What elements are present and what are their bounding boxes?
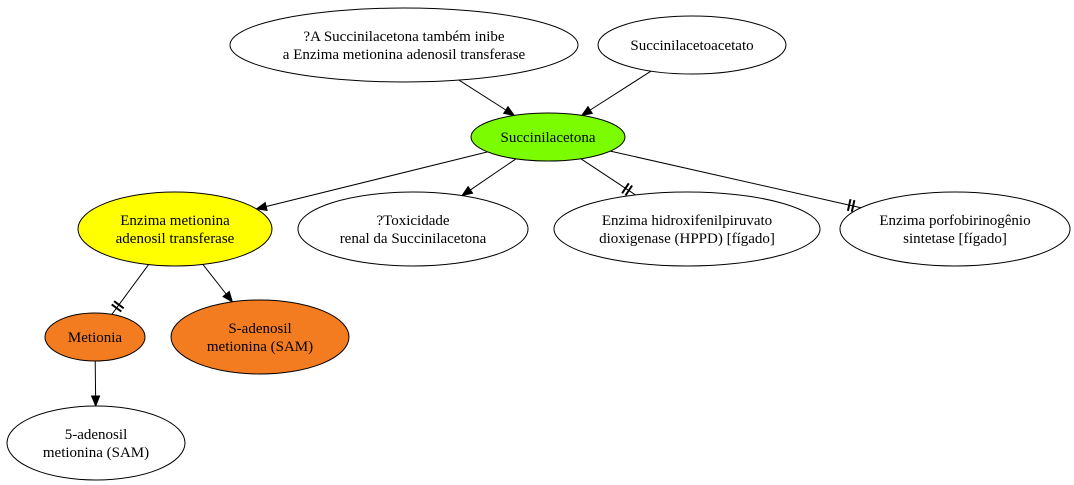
- node-succinilacetona: Succinilacetona: [470, 112, 626, 162]
- inhibition-bar: [113, 300, 125, 310]
- node-shape: [839, 191, 1071, 267]
- node-shape: [229, 7, 579, 83]
- node-label-line: ?Toxicidade: [376, 213, 449, 229]
- node-label-line: Enzima metionina: [120, 213, 230, 229]
- inhibition-bar: [850, 199, 856, 213]
- inhibition-bar: [621, 182, 630, 194]
- edge-line: [458, 79, 507, 111]
- edge-line: [470, 158, 517, 191]
- inhibition-bar: [624, 184, 633, 197]
- arrowhead: [255, 201, 268, 211]
- edge-enzima-mat-to-sam: [202, 264, 234, 303]
- node-label-line: renal da Succinilacetona: [340, 231, 487, 247]
- node-label-line: a Enzima metionina adenosil transferase: [283, 47, 526, 63]
- edge-line: [266, 151, 488, 207]
- arrowhead: [580, 105, 594, 117]
- node-label-line: metionina (SAM): [207, 339, 313, 355]
- arrowhead: [502, 105, 516, 117]
- edge-succinilacetona-to-enzima-mat: [255, 151, 488, 211]
- node-toxicidade: ?Toxicidade renal da Succinilacetona: [297, 191, 529, 267]
- edge-succinilacetona-to-hppd: [580, 158, 636, 197]
- node-inibe: ?A Succinilacetona também inibe a Enzima …: [229, 7, 579, 83]
- edge-line: [589, 70, 652, 111]
- node-5adenosil: 5-adenosil metionina (SAM): [6, 405, 186, 481]
- inhibition-bar: [846, 198, 852, 212]
- node-label-line: 5-adenosil: [65, 427, 127, 443]
- node-shape: [170, 299, 350, 375]
- node-label-line: S-adenosil: [228, 321, 291, 337]
- edge-enzima-mat-to-metionia: [111, 264, 150, 315]
- edge-line: [202, 264, 227, 295]
- inhibition-bar: [111, 303, 122, 313]
- edge-line: [610, 150, 862, 209]
- node-shape: [44, 312, 146, 362]
- node-label-line: Enzima hidroxifenilpiruvato: [602, 213, 772, 229]
- node-sam: S-adenosil metionina (SAM): [170, 299, 350, 375]
- node-shape: [553, 191, 821, 267]
- node-porfobilinogenio: Enzima porfobirinogênio sintetase [fígado…: [839, 191, 1071, 267]
- arrowhead: [90, 395, 101, 408]
- node-hppd: Enzima hidroxifenilpiruvato dioxigenase (…: [553, 191, 821, 267]
- node-label-line: metionina (SAM): [43, 445, 149, 461]
- node-enzima-mat: Enzima metionina adenosil transferase: [77, 191, 273, 267]
- edge-line: [580, 158, 636, 196]
- node-label-line: Succinilacetoacetato: [630, 38, 753, 54]
- node-label-line: sintetase [fígado]: [903, 231, 1007, 247]
- edges-layer: [90, 70, 862, 408]
- node-metionia: Metionia: [44, 312, 146, 362]
- node-label-line: dioxigenase (HPPD) [fígado]: [599, 231, 775, 247]
- node-succinilacetoacetato: Succinilacetoacetato: [597, 15, 787, 75]
- node-shape: [297, 191, 529, 267]
- node-label-line: Enzima porfobirinogênio: [879, 213, 1030, 229]
- edge-succinilacetona-to-porfobilinogenio: [610, 150, 862, 213]
- node-shape: [597, 15, 787, 75]
- node-label-line: Metionia: [68, 330, 122, 346]
- nodes-layer: ?A Succinilacetona também inibe a Enzima …: [6, 7, 1071, 481]
- edge-metionia-to-5adenosil: [90, 360, 101, 408]
- node-label-line: ?A Succinilacetona também inibe: [303, 29, 505, 45]
- edge-line: [111, 264, 150, 315]
- node-shape: [6, 405, 186, 481]
- edge-succinilacetona-to-toxicidade: [460, 158, 517, 197]
- edge-succinilacetoacetato-to-succinilacetona: [580, 70, 652, 117]
- edge-inibe-to-succinilacetona: [458, 79, 516, 117]
- arrowhead: [460, 185, 474, 197]
- node-label-line: Succinilacetona: [501, 130, 596, 146]
- arrowhead: [222, 290, 234, 303]
- node-shape: [470, 112, 626, 162]
- node-label-line: adenosil transferase: [116, 231, 235, 247]
- node-shape: [77, 191, 273, 267]
